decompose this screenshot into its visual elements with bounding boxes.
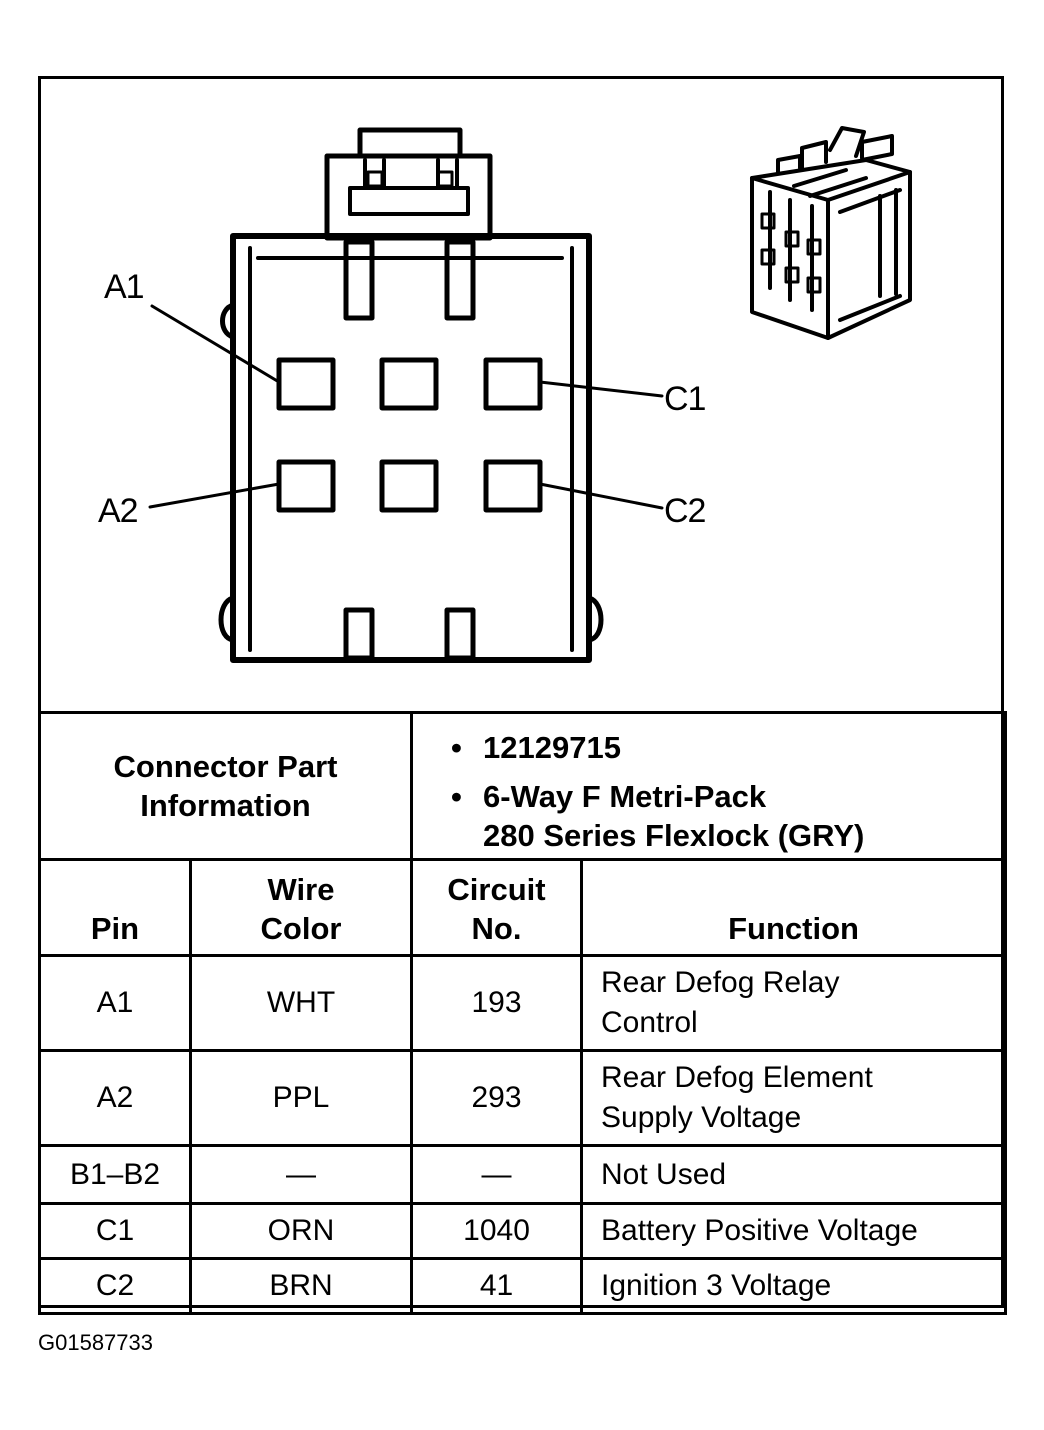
pin-cell: A1: [38, 954, 192, 1052]
connector-description-line2: 280 Series Flexlock (GRY): [483, 817, 865, 853]
header-pin: Pin: [38, 858, 192, 957]
wire-color-cell: —: [188, 1144, 414, 1205]
wire-color-cell: PPL: [188, 1049, 414, 1147]
cavity-a1: [276, 357, 336, 411]
connector-body: [218, 233, 604, 663]
circuit-cell: —: [410, 1144, 584, 1205]
wire-color-cell: WHT: [188, 954, 414, 1052]
pin-cell: A2: [38, 1049, 192, 1147]
function-cell: Rear Defog Element Supply Voltage: [580, 1049, 1008, 1147]
header-function: Function: [580, 858, 1008, 957]
part-number: 12129715: [451, 728, 1004, 767]
table-row: C1 ORN 1040 Battery Positive Voltage: [38, 1202, 1008, 1260]
connector-info-label: Connector Part Information: [37, 711, 414, 861]
connector-face-diagram: [148, 126, 912, 663]
cavity-c2: [483, 459, 543, 513]
pin-cell: B1–B2: [38, 1144, 192, 1205]
connector-pinout-table: Connector Part Information 12129715 6-Wa…: [37, 711, 1008, 1315]
header-wire-color-line2: Color: [260, 911, 342, 946]
table-header-row: Pin Wire Color Circuit No. Function: [38, 858, 1008, 957]
wire-color-cell: BRN: [188, 1257, 414, 1315]
connector-description: 6-Way F Metri-Pack 280 Series Flexlock (…: [451, 777, 1004, 855]
connector-isometric-icon: [750, 126, 912, 340]
callout-c1: C1: [664, 380, 706, 418]
connector-info-row: Connector Part Information 12129715 6-Wa…: [37, 711, 1008, 861]
header-circuit: Circuit No.: [410, 858, 584, 957]
connector-description-line1: 6-Way F Metri-Pack: [483, 778, 767, 814]
latch: [324, 127, 493, 241]
function-cell: Not Used: [580, 1144, 1008, 1205]
header-circuit-line2: No.: [471, 911, 522, 946]
function-cell: Rear Defog Relay Control: [580, 954, 1008, 1052]
cavity-a2: [276, 459, 336, 513]
circuit-cell: 193: [410, 954, 584, 1052]
connector-info-label-line1: Connector Part: [113, 749, 338, 784]
header-wire-color-line1: Wire: [267, 872, 335, 907]
function-cell: Ignition 3 Voltage: [580, 1257, 1008, 1315]
connector-info-values: 12129715 6-Way F Metri-Pack 280 Series F…: [410, 711, 1008, 861]
pin-cavities: [276, 357, 543, 513]
callout-c2: C2: [664, 492, 706, 530]
function-line1: Rear Defog Element: [601, 1061, 873, 1094]
callout-a2: A2: [98, 492, 139, 530]
circuit-cell: 293: [410, 1049, 584, 1147]
table-row: A2 PPL 293 Rear Defog Element Supply Vol…: [38, 1049, 1008, 1147]
pin-cell: C1: [38, 1202, 192, 1260]
function-line2: Control: [601, 1006, 698, 1039]
header-circuit-line1: Circuit: [447, 872, 546, 907]
circuit-cell: 41: [410, 1257, 584, 1315]
function-line1: Rear Defog Relay: [601, 966, 840, 999]
pin-cell: C2: [38, 1257, 192, 1315]
leader-lines: [148, 304, 664, 510]
figure-id: G01587733: [38, 1330, 153, 1355]
table-row: A1 WHT 193 Rear Defog Relay Control: [38, 954, 1008, 1052]
function-cell: Battery Positive Voltage: [580, 1202, 1008, 1260]
circuit-cell: 1040: [410, 1202, 584, 1260]
header-wire-color: Wire Color: [188, 858, 414, 957]
table-row: C2 BRN 41 Ignition 3 Voltage: [38, 1257, 1008, 1315]
callout-a1: A1: [104, 268, 145, 306]
cavity-c1: [483, 357, 543, 411]
wire-color-cell: ORN: [188, 1202, 414, 1260]
cavity-b1: [379, 357, 439, 411]
table-row: B1–B2 — — Not Used: [38, 1144, 1008, 1205]
connector-info-label-line2: Information: [140, 788, 311, 823]
cavity-b2: [379, 459, 439, 513]
function-line2: Supply Voltage: [601, 1101, 802, 1134]
